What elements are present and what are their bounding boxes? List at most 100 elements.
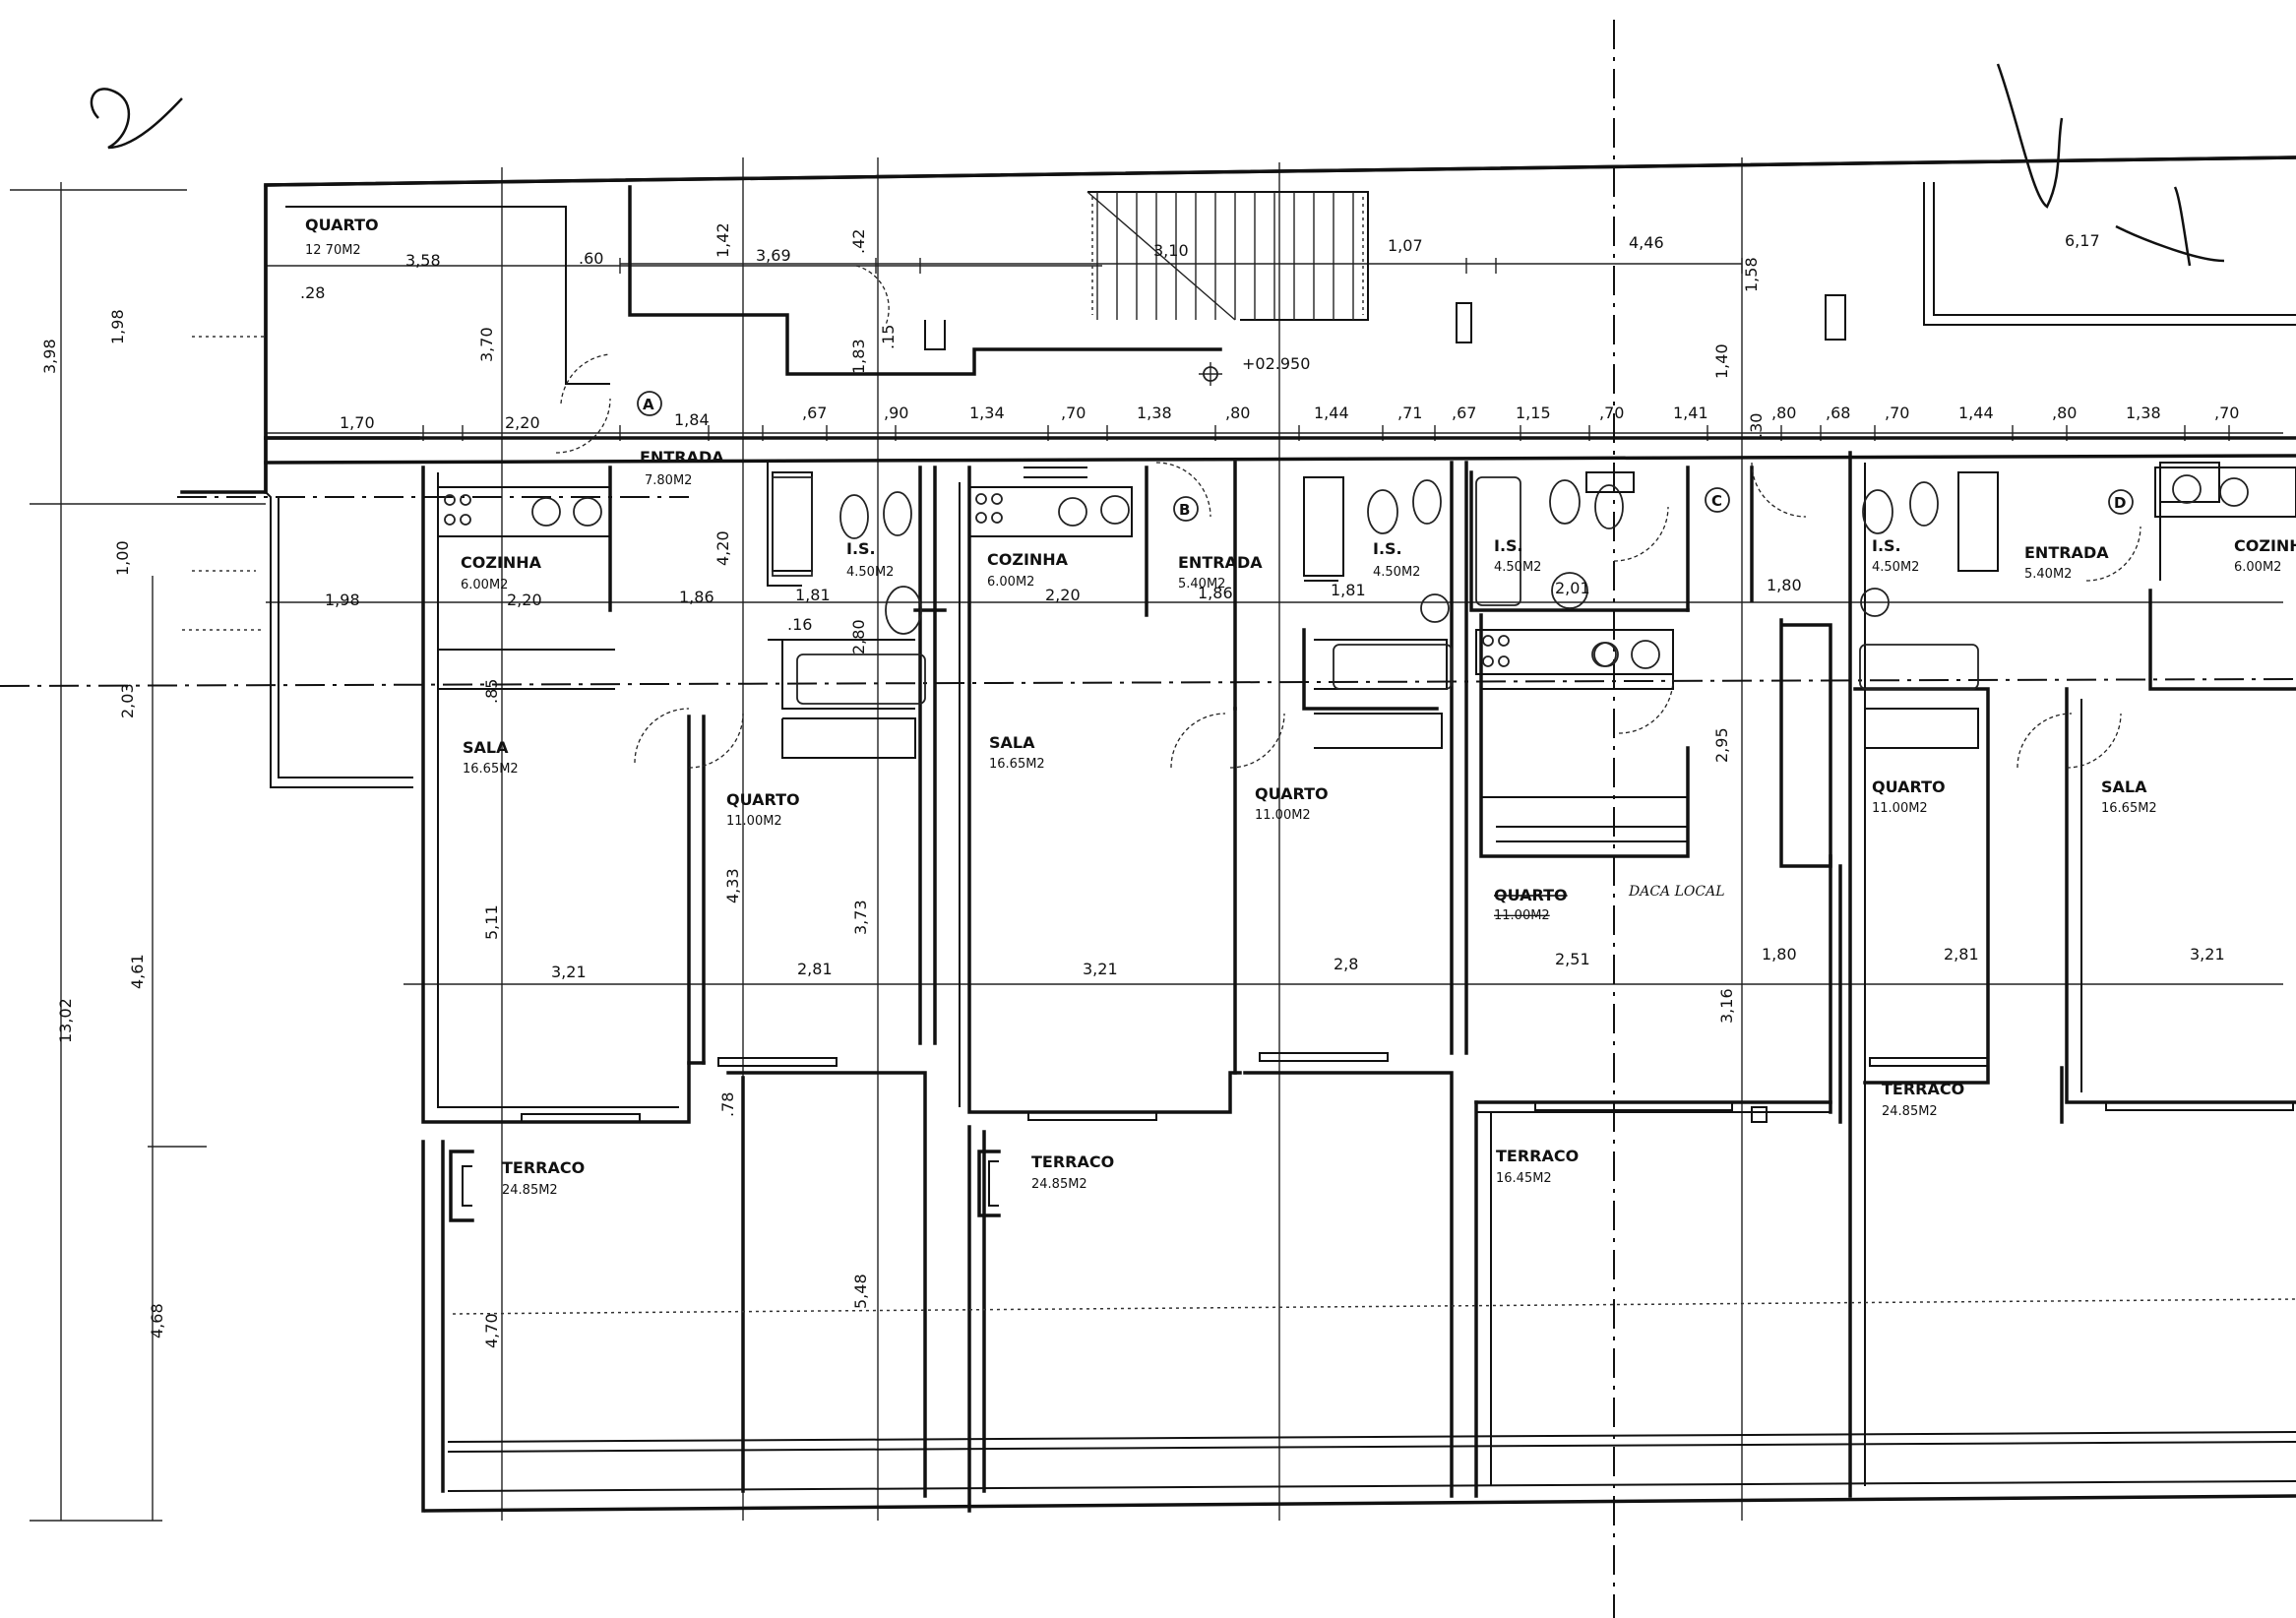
apartment-marker: C [1711, 492, 1722, 510]
dimension-label: 1,15 [1516, 404, 1551, 422]
dimension-label: 1,40 [1712, 343, 1731, 379]
dimension-label: 1,41 [1673, 404, 1708, 422]
room-area: 12 70M2 [305, 243, 361, 258]
level-marker: +02.950 3,10 [1153, 241, 1310, 386]
apartment-d-walls [1848, 451, 2296, 1498]
room-name: COZINHA [2234, 536, 2296, 555]
dimension-label: 1,98 [325, 591, 360, 609]
room-name: I.S. [846, 539, 876, 558]
room-name: TERRACO [502, 1158, 585, 1177]
dimension-label: 4,20 [714, 530, 732, 566]
dimension-label: ,80 [1225, 404, 1250, 422]
dimension-label: ,70 [1885, 404, 1909, 422]
room-name: ENTRADA [640, 448, 724, 467]
dimension-label: ,80 [1771, 404, 1796, 422]
dimension-label: ,70 [2214, 404, 2239, 422]
dimension-label: 1,81 [795, 586, 831, 604]
dimension-label: ,70 [1599, 404, 1624, 422]
dimension-label: .42 [849, 229, 868, 254]
dimension-label: 1,98 [108, 309, 127, 344]
dimension-label: 1,86 [1198, 584, 1233, 602]
terrace-windows [449, 1052, 2294, 1222]
room-area: 5.40M2 [1178, 577, 1225, 591]
room-name: QUARTO [1255, 784, 1329, 803]
dimension-label: .78 [718, 1092, 737, 1117]
stair-width: 3,10 [1153, 241, 1189, 260]
dimension-label: 2,95 [1712, 727, 1731, 763]
dimension-label: 3,98 [40, 339, 59, 374]
dimension-label: 2,20 [507, 591, 542, 609]
dimension-label: 5,48 [851, 1274, 870, 1309]
dimension-label: 3,21 [551, 963, 587, 981]
dimension-label: ,67 [1452, 404, 1476, 422]
dimension-label: 1,00 [113, 540, 132, 576]
room-labels: QUARTO 12 70M2 ENTRADA 7.80M2 COZINHA 6.… [305, 216, 2296, 1198]
dimension-label: 2,81 [797, 960, 833, 978]
room-area: 7.80M2 [645, 473, 692, 488]
dimension-lines [10, 157, 2283, 1522]
dimension-label: 1,38 [1137, 404, 1172, 422]
dimension-label: 2,81 [1944, 945, 1979, 964]
room-area: 16.65M2 [2101, 801, 2157, 816]
apartment-marker: D [2114, 494, 2126, 512]
dimension-label: 13,02 [56, 998, 75, 1043]
dimension-label: 3,73 [851, 900, 870, 935]
dimension-label: 2,8 [1334, 955, 1358, 973]
room-area: 4.50M2 [1494, 560, 1541, 575]
dimension-label: 1,83 [849, 339, 868, 374]
dimension-label: 1,58 [1742, 257, 1761, 292]
dimension-label: 3,58 [405, 251, 441, 270]
dimension-label: 1,44 [1958, 404, 1994, 422]
room-name: COZINHA [461, 553, 542, 572]
room-area: 16.65M2 [989, 757, 1045, 772]
room-area: 11.00M2 [1494, 908, 1550, 923]
room-name: I.S. [1872, 536, 1901, 555]
room-name: ENTRADA [1178, 553, 1263, 572]
dimension-label: .60 [579, 249, 603, 268]
dimension-label: 2,03 [118, 683, 137, 718]
level-label: +02.950 [1242, 354, 1310, 373]
room-name: I.S. [1494, 536, 1523, 555]
dimension-label: 2,51 [1555, 950, 1590, 968]
dimension-label: 1,44 [1314, 404, 1349, 422]
dimension-texts: 3,58 .60 3,70 3,69 .42 1,42 .28 1,07 4,4… [40, 222, 2239, 1348]
room-name: SALA [463, 738, 509, 757]
apartment-b-walls [959, 461, 1468, 1513]
room-name: COZINHA [987, 550, 1069, 569]
sanitary-fixtures [772, 471, 1979, 705]
apartment-c-walls [1469, 466, 1842, 1498]
room-name: ENTRADA [2024, 543, 2109, 562]
dimension-label: 4,68 [148, 1303, 166, 1338]
dimension-label: ,80 [2052, 404, 2077, 422]
outer-walls [180, 156, 2296, 1513]
dimension-label: .30 [1747, 413, 1766, 438]
room-area: 6.00M2 [987, 575, 1034, 590]
dimension-label: 2,01 [1555, 579, 1590, 597]
dimension-label: 1,80 [1762, 945, 1797, 964]
apartment-markers: A B C D [637, 391, 2134, 522]
room-name: QUARTO [305, 216, 379, 234]
axis-lines [0, 20, 2296, 1618]
dimension-label: 2,20 [1045, 586, 1081, 604]
dimension-label: 1,86 [679, 588, 714, 606]
dimension-label: 4,61 [128, 954, 147, 989]
room-area: 5.40M2 [2024, 567, 2072, 582]
room-name: TERRACO [1496, 1147, 1579, 1165]
room-area: 11.00M2 [1872, 801, 1928, 816]
room-area: 6.00M2 [461, 578, 508, 592]
room-area: 24.85M2 [502, 1183, 558, 1198]
room-area: 6.00M2 [2234, 560, 2281, 575]
room-area: 24.85M2 [1031, 1177, 1087, 1192]
room-name: I.S. [1373, 539, 1402, 558]
handwritten-note: DACA LOCAL [1628, 884, 1725, 900]
dimension-label: ,71 [1397, 404, 1422, 422]
apartment-marker: B [1179, 501, 1190, 519]
dimension-label: 6,17 [2065, 231, 2100, 250]
room-area: 24.85M2 [1882, 1104, 1938, 1119]
dimension-label: 1,07 [1388, 236, 1423, 255]
dimension-label: 1,34 [969, 404, 1005, 422]
dimension-label: 4,70 [482, 1313, 501, 1348]
room-area: 4.50M2 [1373, 565, 1420, 580]
apartment-a-walls [421, 463, 947, 1513]
dimension-label: .15 [879, 325, 898, 349]
